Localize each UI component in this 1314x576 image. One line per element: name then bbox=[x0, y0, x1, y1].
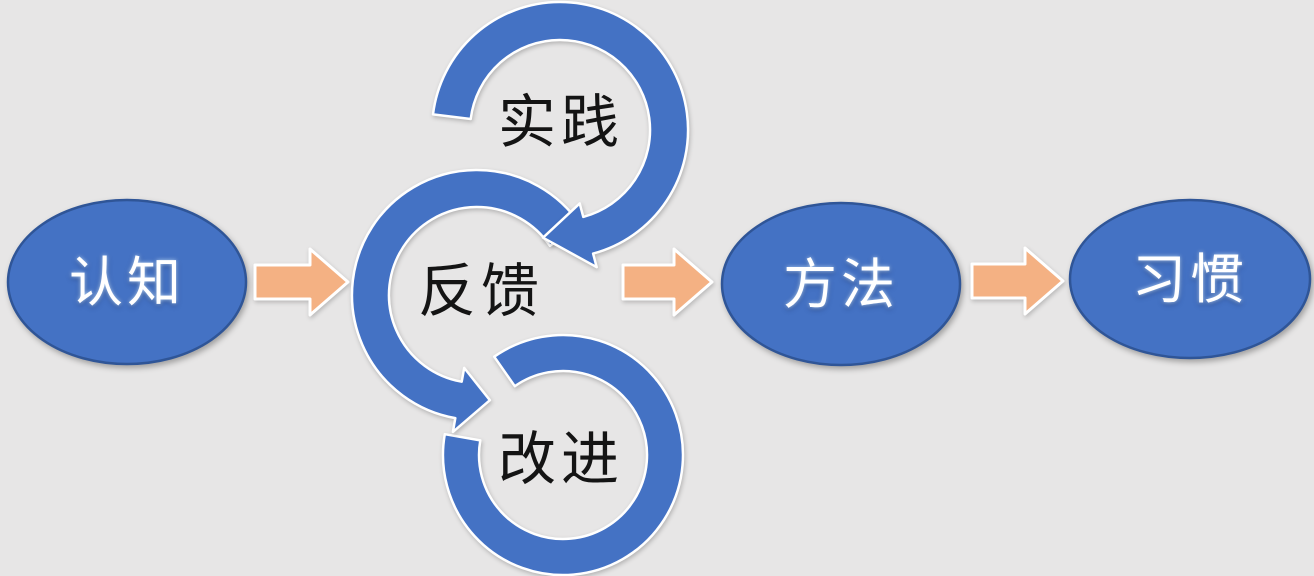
cycle-arrow-feedback bbox=[350, 168, 582, 434]
cycle-label-feedback: 反馈 bbox=[418, 257, 544, 325]
cycle-arrow-practice bbox=[431, 0, 690, 269]
cycle-arrow-improvement bbox=[441, 333, 685, 576]
cycle-group: 实践 反馈 改进 bbox=[350, 0, 690, 576]
node-method-shape bbox=[720, 201, 962, 367]
node-cognition: 认知 bbox=[6, 198, 248, 366]
flow-arrow-method-to-habit bbox=[970, 246, 1065, 316]
node-habit-shape bbox=[1068, 198, 1312, 360]
node-cognition-label: 认知 bbox=[69, 251, 185, 314]
flow-arrow-cycle-to-method bbox=[621, 247, 714, 317]
cycle-label-improvement: 改进 bbox=[498, 425, 624, 493]
cycle-label-practice: 实践 bbox=[498, 88, 624, 156]
node-method-label: 方法 bbox=[783, 253, 899, 316]
node-habit: 习惯 bbox=[1068, 198, 1312, 360]
node-cognition-shape bbox=[6, 198, 248, 366]
node-habit-label: 习惯 bbox=[1132, 248, 1248, 311]
flow-arrow-cognition-to-cycle bbox=[253, 247, 350, 317]
node-method: 方法 bbox=[720, 201, 962, 367]
